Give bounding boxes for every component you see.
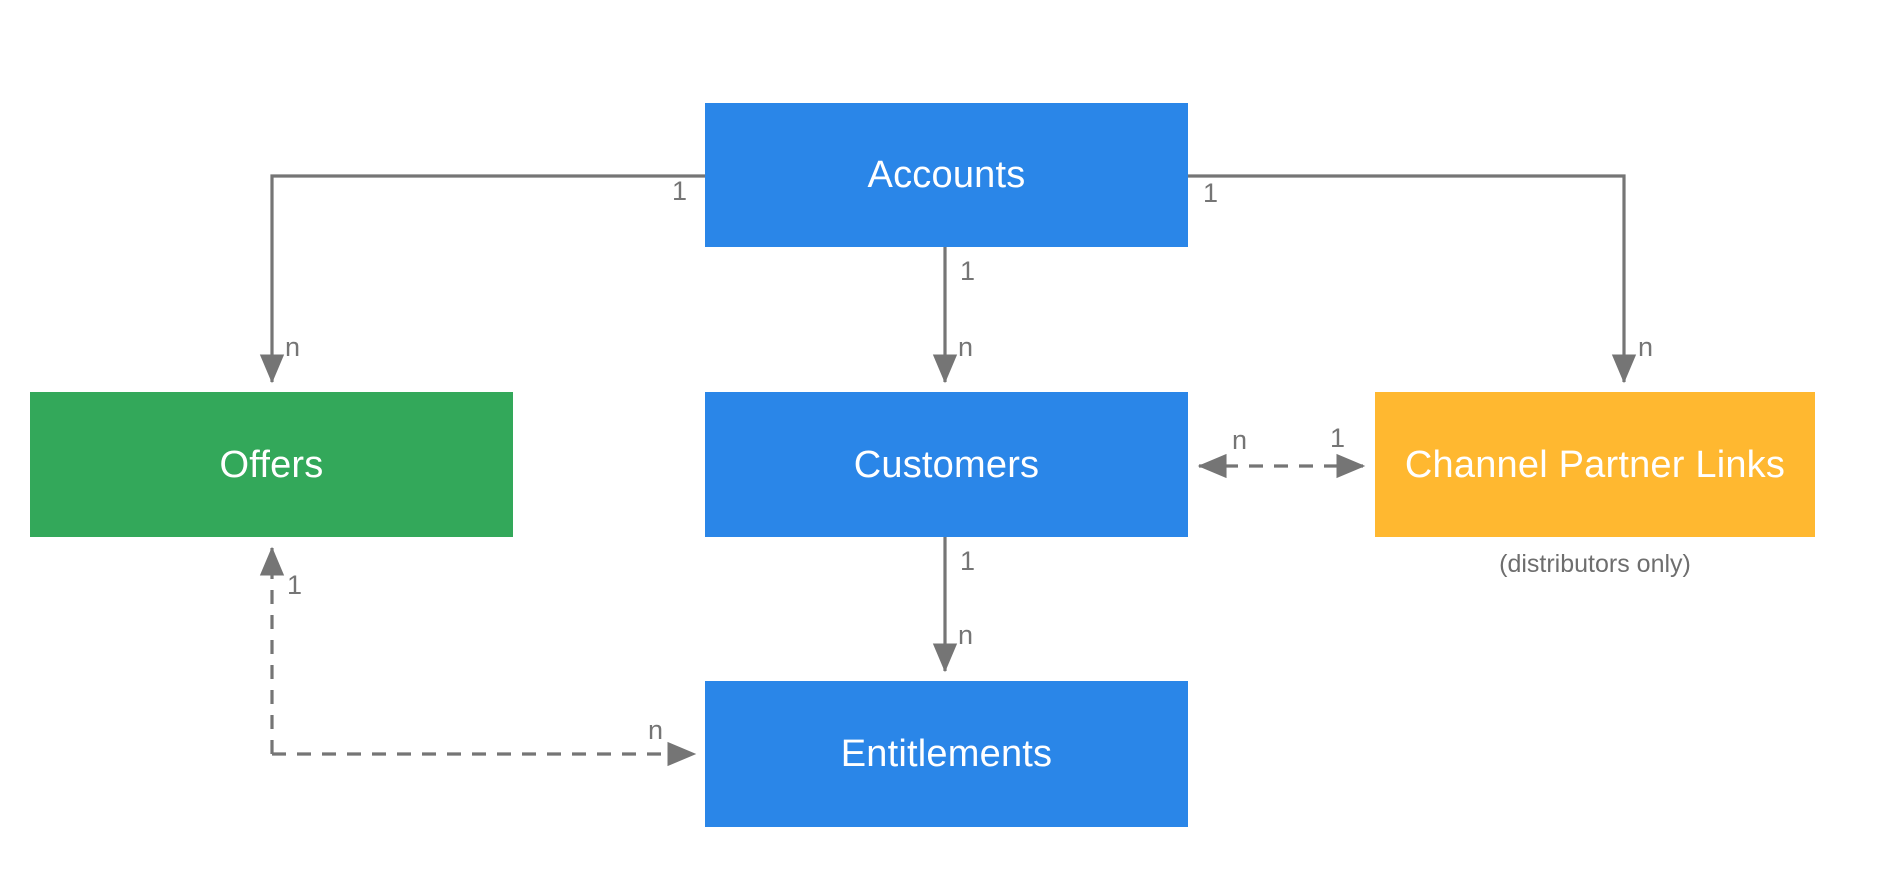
edge-offers-entitlements [259,546,697,767]
label-accounts-cpl-n: n [1638,332,1654,362]
edge-accounts-channel-partner-links [1188,174,1637,384]
label-accounts-cpl-one: 1 [1203,178,1219,208]
label-customers-cpl-one: 1 [1330,423,1346,453]
node-channel-partner-links[interactable]: Channel Partner Links [1375,392,1815,537]
label-customers-entitlements-n: n [958,620,974,650]
label-accounts-offers-one: 1 [672,176,688,206]
label-offers-entitlements-one: 1 [287,570,303,600]
label-accounts-customers-one: 1 [960,256,976,286]
node-customers[interactable]: Customers [705,392,1188,537]
node-entitlements[interactable]: Entitlements [705,681,1188,827]
node-channel-partner-links-label: Channel Partner Links [1404,443,1786,486]
node-offers-label: Offers [219,443,324,486]
node-accounts[interactable]: Accounts [705,103,1188,247]
node-entitlements-label: Entitlements [840,733,1053,775]
label-accounts-customers-n: n [958,332,974,362]
node-accounts-label: Accounts [867,154,1026,196]
label-accounts-offers-n: n [285,332,301,362]
edge-accounts-offers [259,174,705,384]
label-customers-cpl-n: n [1232,425,1248,455]
node-customers-label: Customers [853,443,1040,486]
node-offers[interactable]: Offers [30,392,513,537]
label-customers-entitlements-one: 1 [960,546,976,576]
channel-partner-links-caption: (distributors only) [1499,550,1691,578]
label-offers-entitlements-n: n [648,715,664,745]
